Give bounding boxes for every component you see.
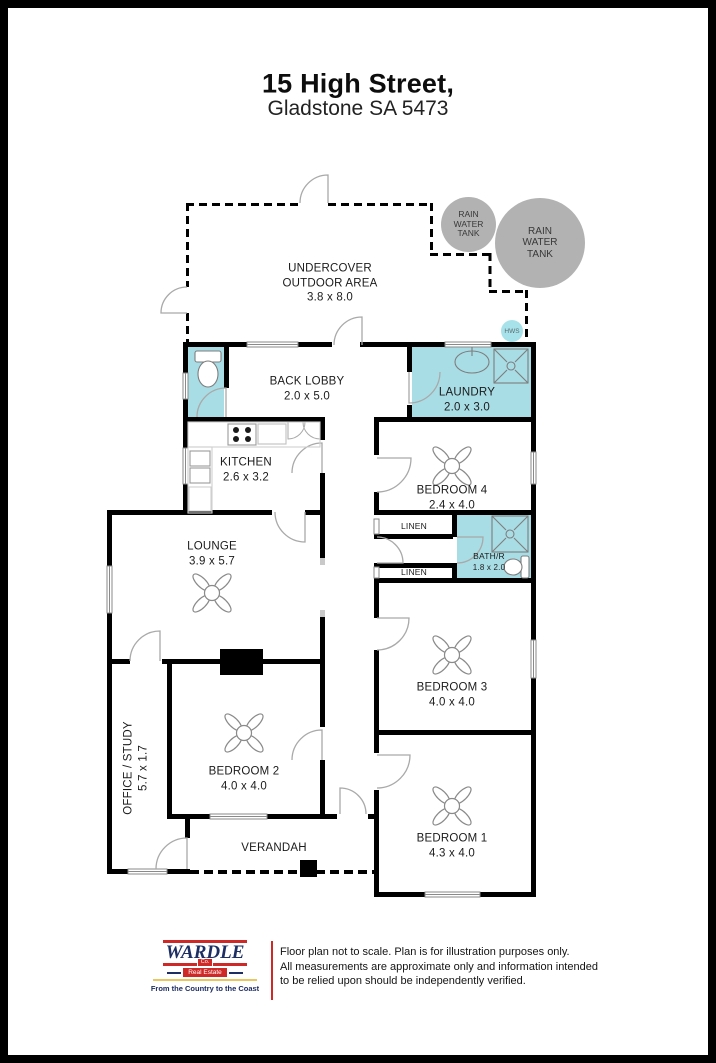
fixtures xyxy=(187,347,530,579)
page-title: 15 High Street, xyxy=(261,68,455,99)
room-label-verandah: VERANDAH xyxy=(241,841,307,854)
stove-icon xyxy=(227,423,257,446)
room-label-linen-top: LINEN xyxy=(400,521,428,531)
page-subtitle: Gladstone SA 5473 xyxy=(267,97,449,120)
room-label-laundry: LAUNDRY 2.0 x 3.0 xyxy=(438,386,496,414)
room-label-lounge: LOUNGE 3.9 x 5.7 xyxy=(187,540,237,568)
walls xyxy=(107,342,536,897)
kitchen-bench-sink xyxy=(257,423,287,445)
wall-caps xyxy=(320,558,325,617)
rain-water-tank-large: RAIN WATER TANK xyxy=(495,198,585,288)
room-label-bedroom4: BEDROOM 4 2.4 x 4.0 xyxy=(416,484,488,512)
disclaimer-line: All measurements are approximate only an… xyxy=(280,960,598,973)
wardle-logo: WARDLE Co. Real Estate From the Country … xyxy=(148,940,262,993)
room-label-bedroom2: BEDROOM 2 4.0 x 4.0 xyxy=(208,765,280,793)
room-label-back-lobby: BACK LOBBY 2.0 x 5.0 xyxy=(269,375,345,403)
room-label-office: OFFICE / STUDY 5.7 x 1.7 xyxy=(122,721,150,815)
logo-division-text: Real Estate xyxy=(183,968,227,977)
disclaimer-line: Floor plan not to scale. Plan is for ill… xyxy=(280,946,570,958)
room-label-linen-bottom: LINEN xyxy=(400,567,428,577)
windows xyxy=(106,341,537,898)
logo-gold-rule xyxy=(153,979,257,981)
logo-dash-right xyxy=(228,971,243,974)
bath-shower-icon xyxy=(491,515,529,553)
room-label-kitchen: KITCHEN 2.6 x 3.2 xyxy=(220,456,272,484)
kitchen-sink-icon xyxy=(189,450,211,484)
disclaimer-line: to be relied upon should be independentl… xyxy=(280,975,526,987)
door-arcs xyxy=(129,174,484,870)
rain-water-tank-small: RAIN WATER TANK xyxy=(441,197,496,252)
bath-toilet-icon xyxy=(503,555,530,579)
logo-co-badge: Co. xyxy=(196,958,214,967)
laundry-sink-icon xyxy=(454,347,490,374)
logo-tagline: From the Country to the Coast xyxy=(150,984,260,993)
dashed-boundary xyxy=(186,203,528,874)
room-label-bathroom: BATH/R 1.8 x 2.0 xyxy=(472,551,506,572)
hot-water-system-badge: HWS xyxy=(501,320,523,342)
footer-separator xyxy=(271,941,273,1000)
disclaimer-text: Floor plan not to scale. Plan is for ill… xyxy=(280,945,598,989)
room-label-bedroom3: BEDROOM 3 4.0 x 4.0 xyxy=(416,681,488,709)
room-label-bedroom1: BEDROOM 1 4.3 x 4.0 xyxy=(416,832,488,860)
toilet-icon xyxy=(194,350,222,388)
logo-dash-left xyxy=(167,971,182,974)
kitchen-counter xyxy=(187,421,321,514)
laundry-shower-icon xyxy=(493,348,529,384)
room-label-outdoor: UNDERCOVER OUTDOOR AREA 3.8 x 8.0 xyxy=(282,262,378,304)
